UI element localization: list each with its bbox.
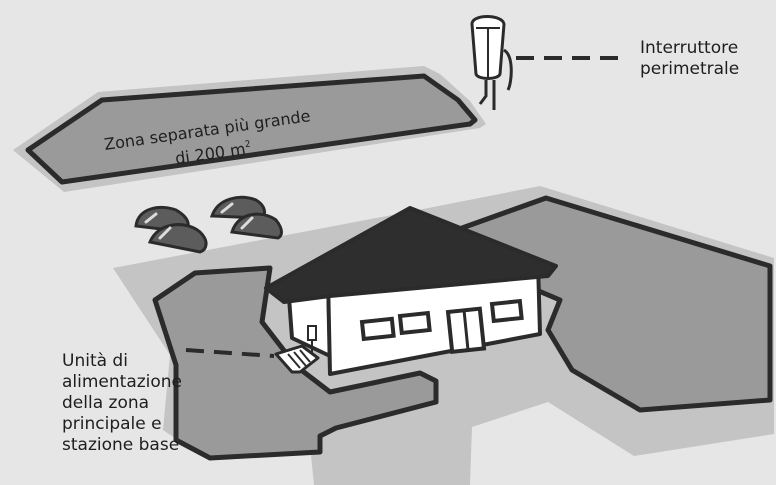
power-unit-label-line2: alimentazione: [62, 372, 183, 392]
base-station-plate: [274, 344, 320, 374]
power-unit-box: [307, 325, 317, 341]
power-unit-label-line1: Unità di: [62, 351, 128, 371]
house-icon: [264, 206, 558, 376]
house-window: [489, 298, 524, 324]
stepping-stone: [147, 223, 208, 254]
main-zone-left-loop: [152, 265, 439, 461]
power-unit-label-line5: stazione base: [62, 435, 180, 455]
charging-station-icon: [274, 325, 320, 374]
stepping-stone: [230, 212, 283, 240]
boundary-switch-label-line2: perimetrale: [640, 59, 740, 79]
stepping-stones-icon: [134, 195, 283, 254]
house-window: [397, 310, 432, 336]
power-unit-leader: [185, 348, 275, 358]
boundary-switch-label-line1: Interruttore: [640, 38, 739, 58]
separate-zone-boundary: [25, 73, 478, 185]
boundary-switch-callout: Interruttore perimetrale: [640, 38, 739, 80]
power-unit-label-line4: principale e: [62, 414, 162, 434]
boundary-switch-icon: [470, 15, 513, 110]
house-window: [359, 316, 396, 342]
power-unit-callout: Unità di alimentazione della zona princi…: [62, 351, 182, 456]
power-unit-label-line3: della zona: [62, 393, 150, 413]
house-roof: [264, 206, 558, 304]
